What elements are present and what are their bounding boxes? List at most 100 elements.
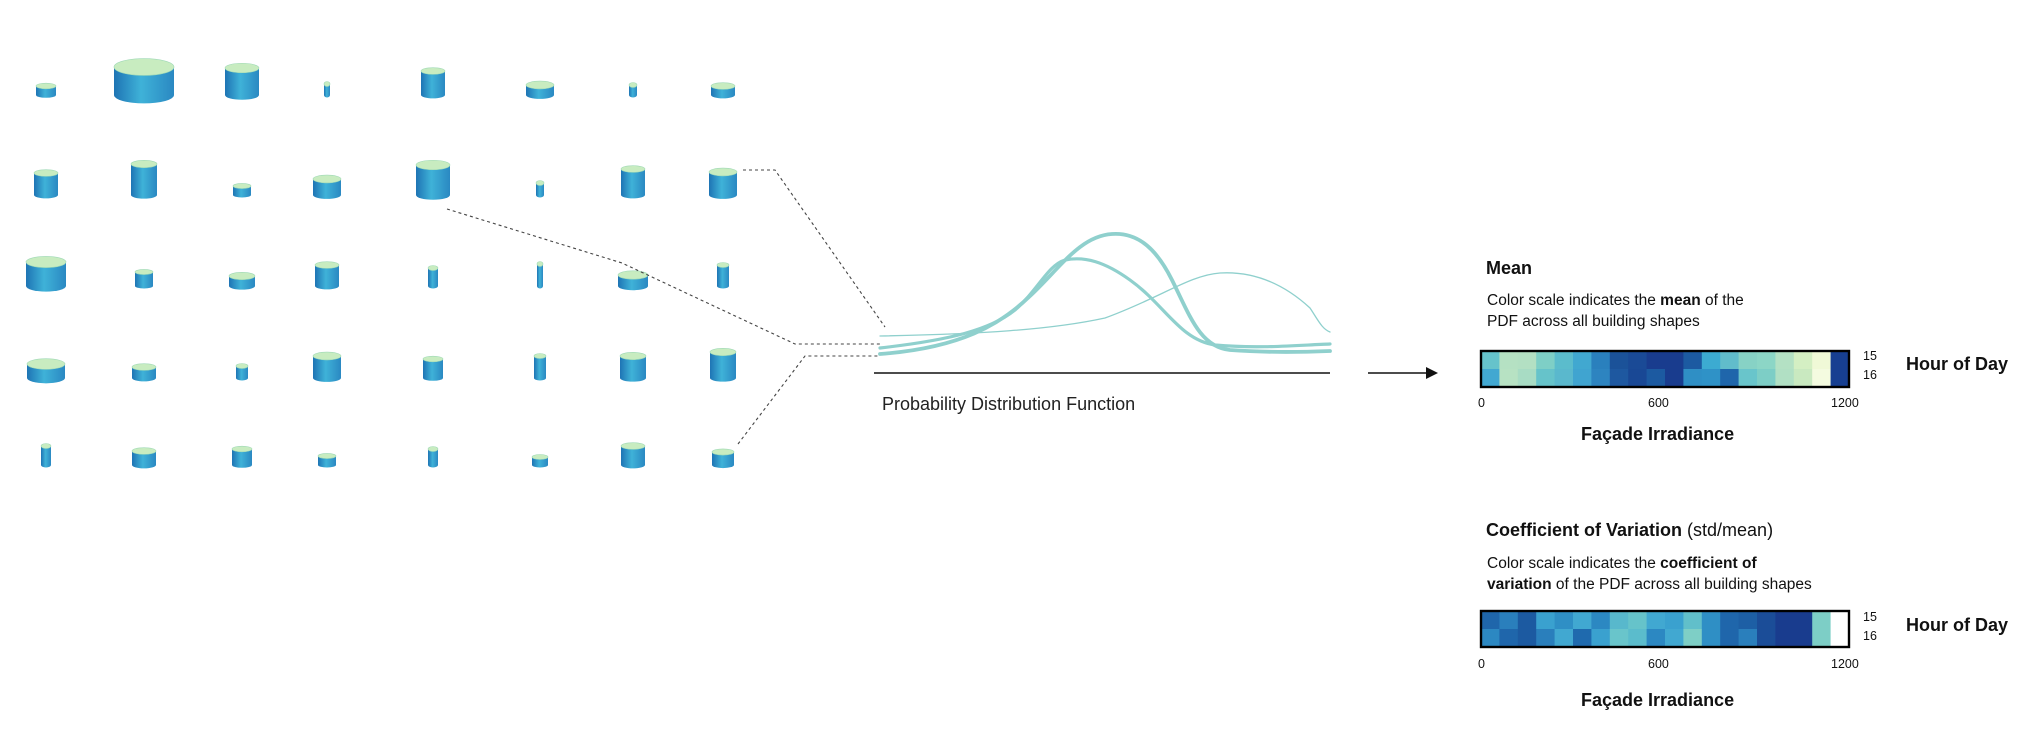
building-shape <box>708 167 738 199</box>
building-roof <box>533 353 547 359</box>
building-roof <box>420 67 446 75</box>
cv-heatmap-cell <box>1775 629 1795 648</box>
building-roof <box>628 82 638 88</box>
building-roof <box>224 62 260 74</box>
mean-heatmap-cell <box>1554 369 1574 388</box>
mean-heatmap-cell <box>1793 369 1813 388</box>
mean-heatmap <box>1481 351 1850 388</box>
building-shape <box>232 183 252 198</box>
building-roof <box>35 82 57 90</box>
mean-heatmap-cell <box>1738 369 1758 388</box>
mean-heatmap-cell <box>1683 351 1703 370</box>
building-shape <box>228 272 256 290</box>
cv-heatmap-cell <box>1812 629 1831 648</box>
cv-heatmap-cell <box>1812 611 1831 630</box>
cv-desc-bold1: coefficient of <box>1660 555 1757 572</box>
building-shape <box>427 446 439 468</box>
building-shape <box>619 352 647 382</box>
cv-heatmap-cell <box>1775 611 1795 630</box>
mean-heatmap-cell <box>1573 351 1592 370</box>
cv-heatmap-cell <box>1738 629 1758 648</box>
building-shape <box>710 82 736 99</box>
cv-heatmap-cell <box>1720 611 1739 630</box>
mean-heatmap-cell <box>1646 351 1666 370</box>
building-body <box>225 68 259 100</box>
cv-desc-prefix: Color scale indicates the <box>1487 555 1661 572</box>
mean-heatmap-cell <box>1536 369 1555 388</box>
building-roof <box>312 351 342 361</box>
building-shape <box>134 269 154 289</box>
cv-heatmap-cell <box>1683 629 1703 648</box>
building-shape <box>40 443 52 468</box>
building-body <box>629 85 637 98</box>
cv-heatmap-cell <box>1720 629 1739 648</box>
cv-heatmap-cell <box>1646 629 1666 648</box>
building-body <box>315 265 339 290</box>
building-shape <box>620 165 646 199</box>
building-roof <box>619 352 647 360</box>
building-body <box>135 272 153 289</box>
building-shape <box>716 262 730 289</box>
building-roof <box>33 169 59 177</box>
building-roof <box>323 81 331 87</box>
building-body <box>421 71 446 99</box>
cv-heatmap-cell <box>1738 611 1758 630</box>
building-roof <box>113 58 175 76</box>
building-roof <box>422 355 444 363</box>
building-roof <box>312 174 342 184</box>
mean-xtick-1200: 1200 <box>1831 396 1859 410</box>
building-body <box>717 265 729 289</box>
building-body <box>536 183 544 198</box>
building-body <box>428 268 438 289</box>
building-roof <box>709 348 737 356</box>
mean-heatmap-cell <box>1481 369 1500 388</box>
building-shape <box>620 442 646 469</box>
building-shape <box>535 180 545 198</box>
building-body <box>324 84 330 98</box>
building-body <box>620 356 646 382</box>
building-shape <box>525 80 555 99</box>
cv-heatmap-cell <box>1481 629 1500 648</box>
building-body <box>534 356 546 381</box>
building-body <box>318 456 336 468</box>
building-body <box>710 352 736 382</box>
arrow-right-icon <box>1368 367 1438 379</box>
building-shape <box>422 355 444 381</box>
cv-heatmap-cell <box>1830 611 1850 630</box>
mean-xtick-600: 600 <box>1648 396 1669 410</box>
building-shape <box>314 261 340 290</box>
building-roof <box>536 261 544 267</box>
building-body <box>712 452 734 469</box>
building-body <box>416 165 450 200</box>
building-body <box>709 172 737 199</box>
building-body <box>132 367 156 382</box>
cv-xtick-1200: 1200 <box>1831 657 1859 671</box>
mean-heatmap-cell <box>1701 351 1721 370</box>
building-roof <box>314 261 340 269</box>
mean-desc-line2: PDF across all building shapes <box>1487 313 1700 330</box>
cv-ylabel: Hour of Day <box>1906 615 2009 635</box>
building-roof <box>228 272 256 280</box>
cv-heatmap <box>1481 611 1850 648</box>
dashed-connectors <box>446 169 886 445</box>
cv-heatmap-cell <box>1481 611 1500 630</box>
cv-heatmap-cell <box>1701 611 1721 630</box>
building-body <box>41 446 51 468</box>
mean-heatmap-cell <box>1646 369 1666 388</box>
cv-heatmap-cell <box>1628 629 1647 648</box>
mean-heatmap-cell <box>1536 351 1555 370</box>
mean-heatmap-cell <box>1793 351 1813 370</box>
building-roof <box>427 446 439 452</box>
building-body <box>532 457 548 468</box>
cv-ytick-15: 15 <box>1863 610 1877 624</box>
mean-ylabel: Hour of Day <box>1906 354 2009 374</box>
mean-desc-bold: mean <box>1660 292 1701 309</box>
mean-heatmap-cell <box>1591 351 1611 370</box>
mean-heatmap-cell <box>1775 369 1795 388</box>
building-roof <box>231 445 253 453</box>
building-roof <box>235 363 249 369</box>
building-shape <box>536 261 544 289</box>
building-body <box>131 164 157 199</box>
pdf-label: Probability Distribution Function <box>882 394 1136 414</box>
